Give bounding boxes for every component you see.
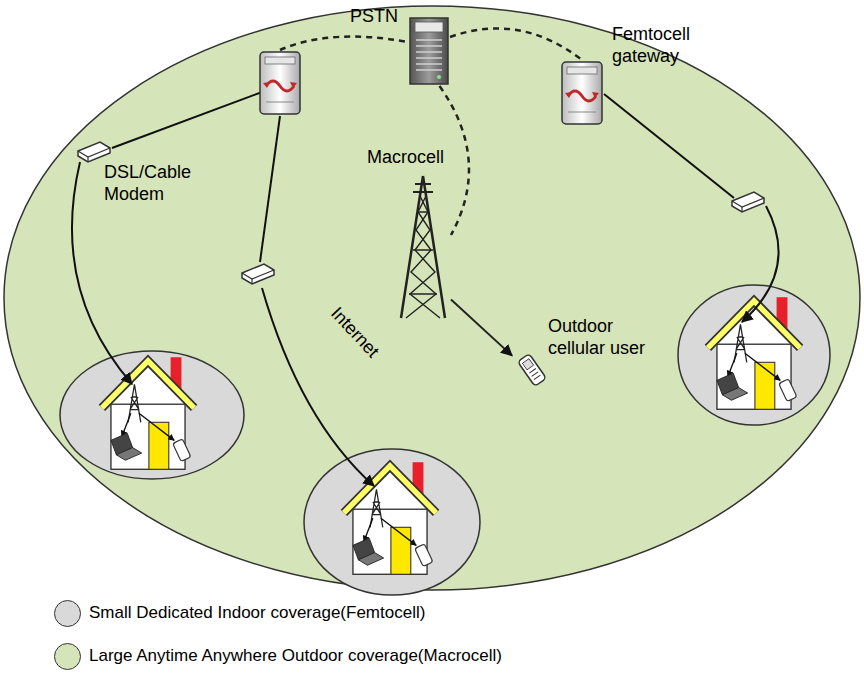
femtocell-coverage [304,449,480,595]
legend-row: Large Anytime Anywhere Outdoor coverage(… [54,641,502,671]
backhaul-link [450,28,582,60]
node-label: Outdoor cellular user [548,316,660,359]
house-icon [102,357,194,469]
gateway-icon [560,60,604,126]
broadband-wire [262,288,374,486]
macrocell-coverage [4,6,860,590]
legend-swatch [54,643,81,670]
node-label: Macrocell [367,147,444,169]
tower-icon [395,172,451,322]
modem-shape [78,142,110,162]
cellular-phone: Outdoor cellular user [512,352,552,388]
pstn-link [280,37,408,50]
femtocell-gateway: Femtocell gateway [560,60,604,126]
legend-text: Small Dedicated Indoor coverage(Femtocel… [89,603,425,623]
gateway-shape [562,62,602,124]
phone-icon [512,352,552,388]
femtocell-coverage [678,285,830,425]
macrocell-tower: Macrocell [395,172,451,322]
phone-shape [518,354,547,387]
node-label: PSTN [350,6,398,28]
broadband-wire [112,92,262,148]
gateway-icon [260,52,300,114]
broadband-wire [742,206,779,322]
pstn-server: PSTN [408,16,450,86]
house-icon [344,462,436,574]
tower-shape [401,176,445,318]
dsl-cable-modem: DSL/Cable Modem [76,140,112,164]
broadband-wire [260,116,280,262]
modem-icon [76,140,112,164]
node-label: Femtocell gateway [612,24,708,67]
modem-icon [732,192,764,212]
pstn-icon [408,16,450,86]
legend-text: Large Anytime Anywhere Outdoor coverage(… [89,646,502,666]
legend-swatch [54,600,81,627]
house-icon [708,297,800,409]
radio-link [451,300,512,356]
femtocell-coverage [60,351,244,479]
legend-row: Small Dedicated Indoor coverage(Femtocel… [54,598,425,628]
pstn-shape [410,18,448,84]
broadband-wire [604,94,734,198]
modem-icon [242,264,274,284]
node-label: DSL/Cable Modem [104,162,200,205]
